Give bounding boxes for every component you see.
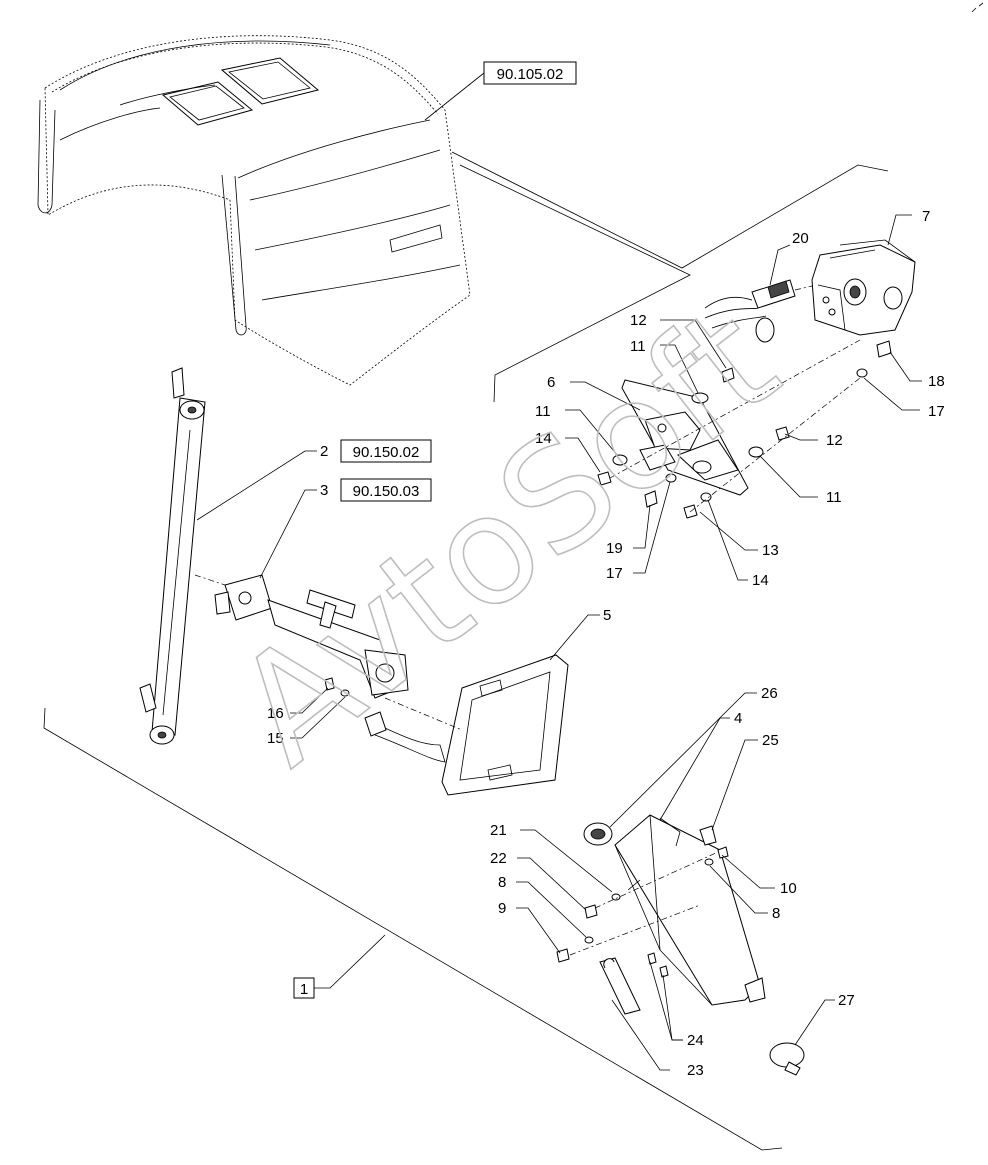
callout-23: 23 [687, 1062, 704, 1079]
display-monitor [364, 654, 569, 796]
plate-hardware [597, 339, 892, 519]
callout-2: 2 [320, 443, 328, 460]
clip-bracket [599, 952, 669, 1015]
ref-bracket-box: 90.150.03 [340, 478, 432, 502]
callout-25: 25 [762, 732, 779, 749]
grommet [583, 822, 613, 846]
callout-21: 21 [490, 822, 507, 839]
callout-6: 6 [547, 374, 555, 391]
callout-11-top: 11 [630, 338, 646, 355]
callout-14-bottom: 14 [752, 572, 769, 589]
cab-roof [37, 35, 471, 386]
ref-bracket-label: 90.150.03 [353, 483, 420, 500]
mast-tube [139, 367, 206, 745]
holder-hardware [556, 825, 729, 963]
ref-mast-box: 90.150.02 [340, 439, 432, 463]
camera-unit [811, 239, 916, 336]
callout-19: 19 [606, 540, 623, 557]
callout-24: 24 [687, 1032, 704, 1049]
holder-box [614, 814, 766, 1006]
callout-16: 16 [267, 705, 284, 722]
callout-17-bottom: 17 [606, 565, 623, 582]
cable-tie [769, 1042, 805, 1076]
callout-12-top: 12 [630, 312, 647, 329]
callout-3: 3 [320, 482, 328, 499]
callout-9: 9 [498, 900, 506, 917]
mounting-plate [621, 379, 749, 496]
ref-cab-box: 90.105.02 [424, 61, 577, 121]
ref-mast-label: 90.150.02 [353, 444, 420, 461]
ref-assembly-box: 1 [293, 934, 386, 999]
callout-13: 13 [762, 542, 779, 559]
callout-17-right: 17 [928, 403, 945, 420]
frame-lines [43, 151, 889, 1151]
callout-11-left: 11 [535, 403, 551, 420]
ref-assembly-label: 1 [300, 981, 308, 998]
callout-14-left: 14 [535, 430, 552, 447]
leader-lines [196, 214, 922, 1071]
callout-labels: 7 20 12 11 6 11 14 18 17 12 11 19 17 13 … [267, 208, 945, 1079]
callout-20: 20 [792, 230, 809, 247]
callout-18: 18 [928, 373, 945, 390]
callout-5: 5 [603, 607, 611, 624]
callout-7: 7 [922, 208, 930, 225]
camera-connector [704, 279, 813, 343]
bracket-arm [194, 574, 409, 699]
callout-10: 10 [780, 880, 797, 897]
callout-12-right: 12 [826, 432, 843, 449]
callout-22: 22 [490, 850, 507, 867]
callout-15: 15 [267, 730, 284, 747]
callout-26: 26 [761, 685, 778, 702]
callout-8-left: 8 [498, 874, 506, 891]
corner-mark [971, 2, 984, 13]
callout-4: 4 [734, 710, 742, 727]
ref-cab-label: 90.105.02 [497, 66, 564, 83]
callout-8-right: 8 [772, 905, 780, 922]
callout-11-right: 11 [826, 489, 842, 506]
callout-27: 27 [838, 992, 855, 1009]
